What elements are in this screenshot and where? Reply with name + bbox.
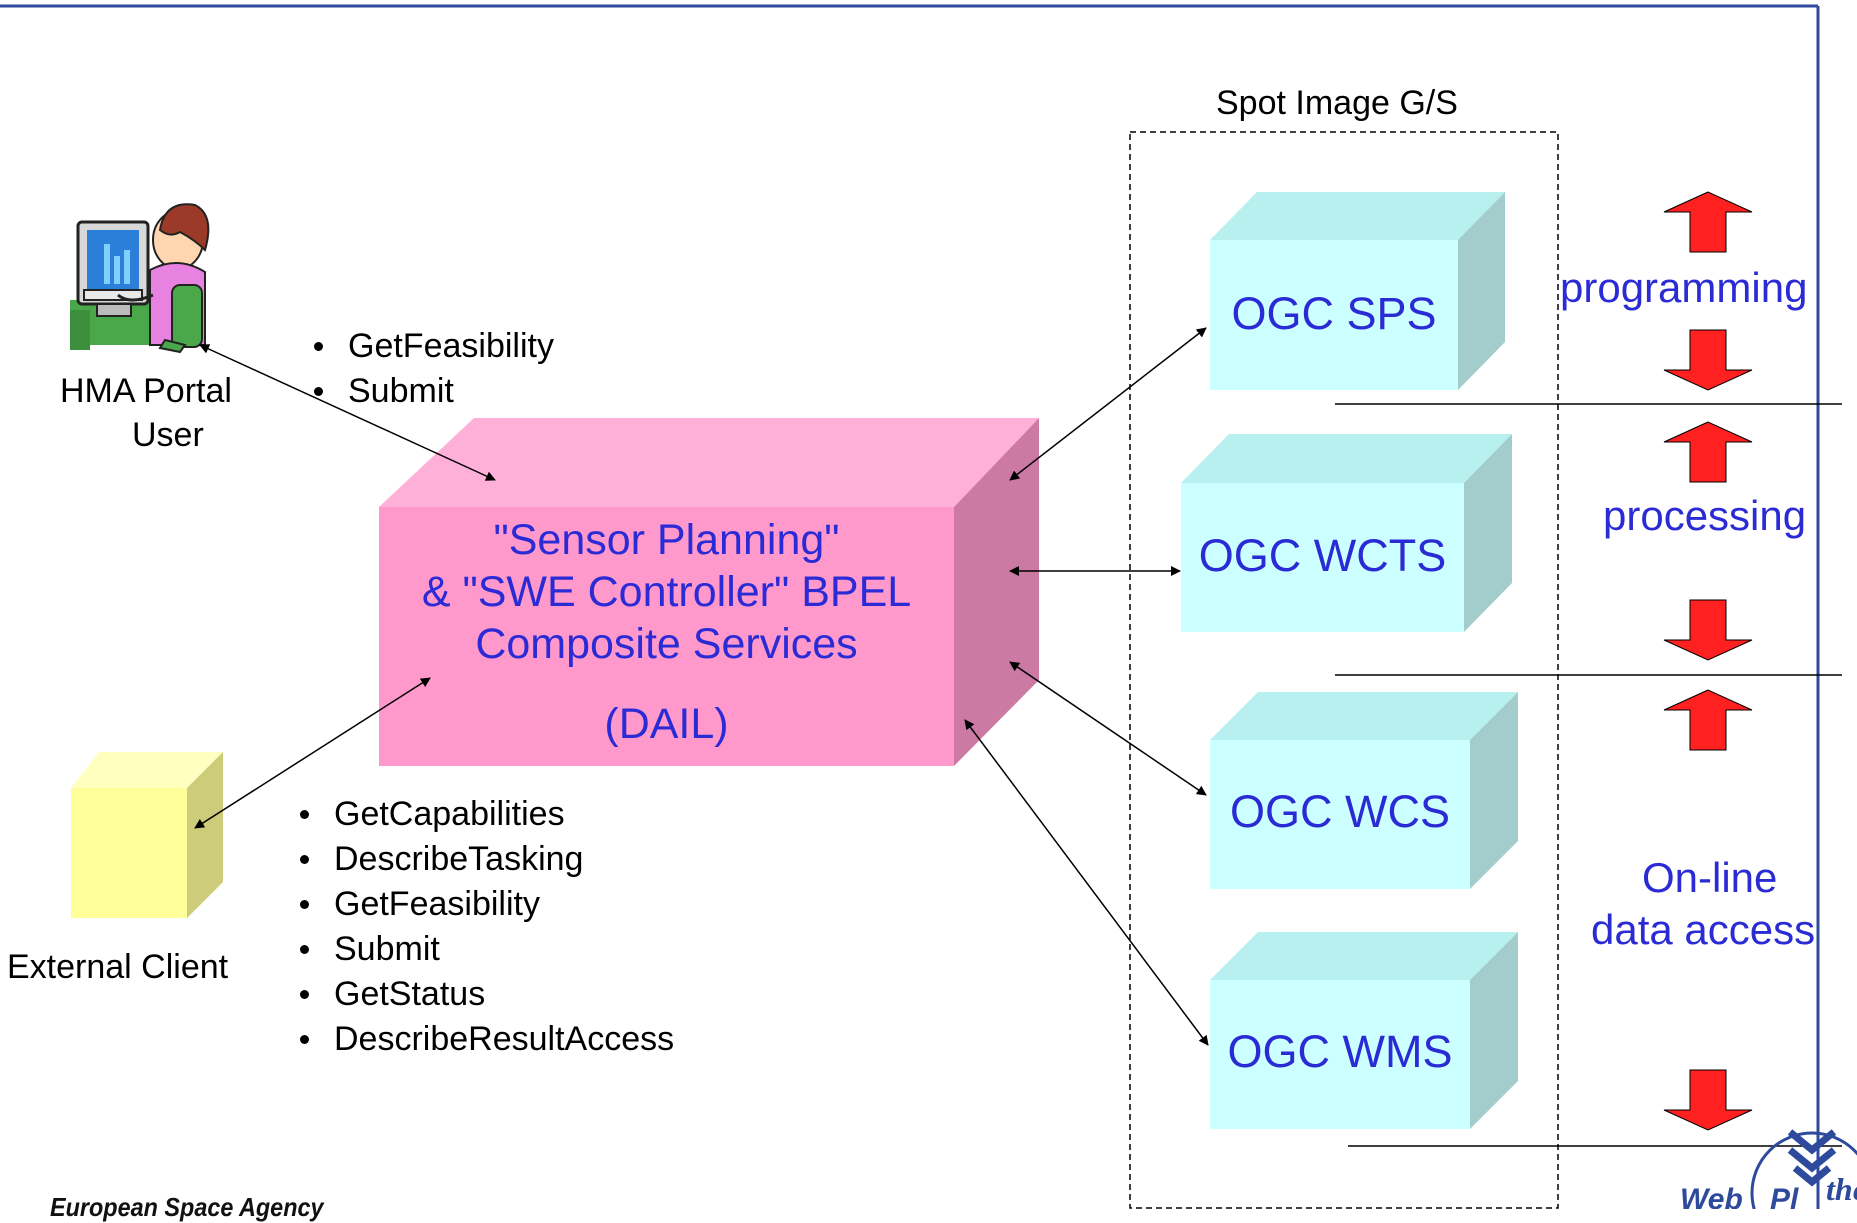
bottom-operation-item: GetFeasibility (294, 882, 674, 927)
dail-box (379, 418, 1039, 766)
arrow-down-programming (1663, 329, 1753, 391)
wms-label: OGC WMS (1227, 1026, 1453, 1077)
phase-online-label-line1: On-line (1642, 854, 1778, 901)
phase-programming-label: programming (1560, 264, 1808, 311)
sps-label: OGC SPS (1231, 288, 1437, 339)
bottom-operations-list: GetCapabilities DescribeTasking GetFeasi… (294, 792, 674, 1062)
svg-text:Web: Web (1680, 1183, 1743, 1209)
bottom-operation-item: DescribeTasking (294, 837, 674, 882)
dail-subtitle: (DAIL) (604, 700, 729, 748)
connector-dail-wms (964, 719, 1209, 1046)
phase-online-label-line2: data access (1591, 906, 1816, 953)
portal-user-icon (70, 203, 210, 354)
top-operation-item: GetFeasibility (308, 324, 554, 369)
portal-user-label-line1: HMA Portal (60, 372, 232, 410)
external-client-box (71, 752, 223, 918)
connector-client-dail (194, 677, 431, 829)
dail-title-line2: & "SWE Controller" BPEL (421, 568, 912, 616)
portal-user-label-line2: User (132, 416, 204, 454)
sps-box (1210, 192, 1505, 390)
wms-box (1210, 932, 1518, 1129)
bottom-operation-item: GetStatus (294, 972, 674, 1017)
wcts-box (1181, 434, 1512, 632)
svg-text:the: the (1826, 1171, 1857, 1207)
wcs-box (1210, 692, 1518, 889)
bottom-operation-item: DescribeResultAccess (294, 1017, 674, 1062)
arrow-up-programming (1663, 191, 1753, 253)
footer-agency: European Space Agency (50, 1192, 324, 1222)
dail-title-line3: Composite Services (475, 620, 858, 668)
arrow-down-processing (1663, 599, 1753, 661)
emblem-logo: the Web Pl (1680, 1129, 1857, 1209)
svg-text:Pl: Pl (1770, 1183, 1799, 1209)
arrow-up-online (1663, 689, 1753, 751)
top-operations-list: GetFeasibility Submit (308, 324, 554, 414)
bottom-operation-item: GetCapabilities (294, 792, 674, 837)
arrow-up-processing (1663, 421, 1753, 483)
external-client-label: External Client (7, 948, 229, 986)
top-operation-item: Submit (308, 369, 554, 414)
phase-processing-label: processing (1603, 492, 1807, 539)
wcs-label: OGC WCS (1230, 786, 1450, 837)
dail-title: "Sensor Planning" & "SWE Controller" BPE… (379, 514, 954, 670)
ground-segment-title: Spot Image G/S (1216, 84, 1458, 122)
connector-dail-wcs (1009, 661, 1207, 796)
connector-portal-dail (199, 344, 496, 481)
connector-dail-sps (1009, 327, 1207, 481)
wcts-label: OGC WCTS (1198, 530, 1447, 581)
arrow-down-online (1663, 1069, 1753, 1131)
bottom-operation-item: Submit (294, 927, 674, 972)
dail-title-line1: "Sensor Planning" (493, 516, 840, 564)
